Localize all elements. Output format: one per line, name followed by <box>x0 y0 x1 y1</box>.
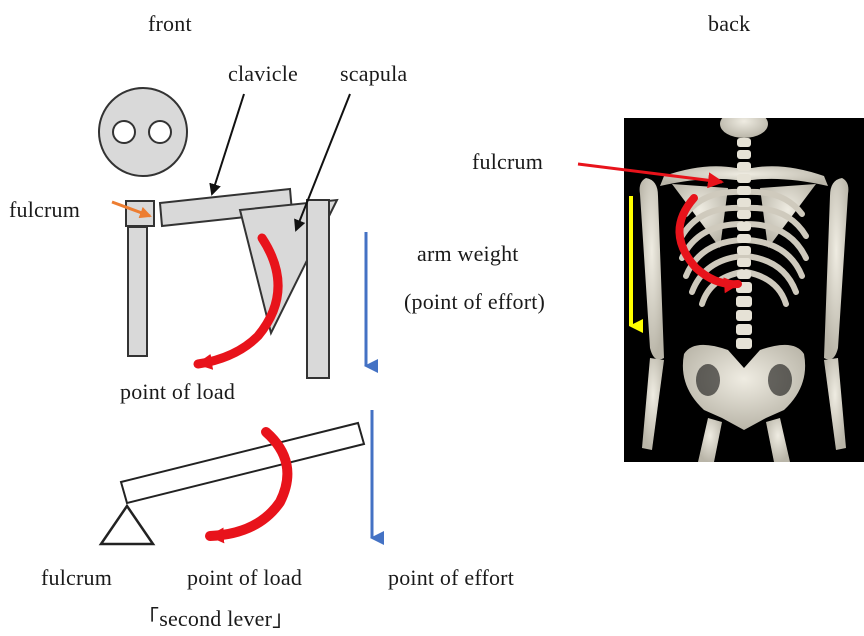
fulcrum-back-arrow <box>578 164 722 182</box>
clavicle-pointer-arrow <box>212 94 244 194</box>
left-post <box>128 227 147 356</box>
arm-post <box>307 200 329 378</box>
head-icon <box>99 88 187 176</box>
rotation-arrow-back <box>679 198 738 284</box>
lever-fulcrum-triangle <box>101 506 153 544</box>
rotation-arrow-lever <box>210 432 287 536</box>
lever-bar <box>121 423 364 503</box>
